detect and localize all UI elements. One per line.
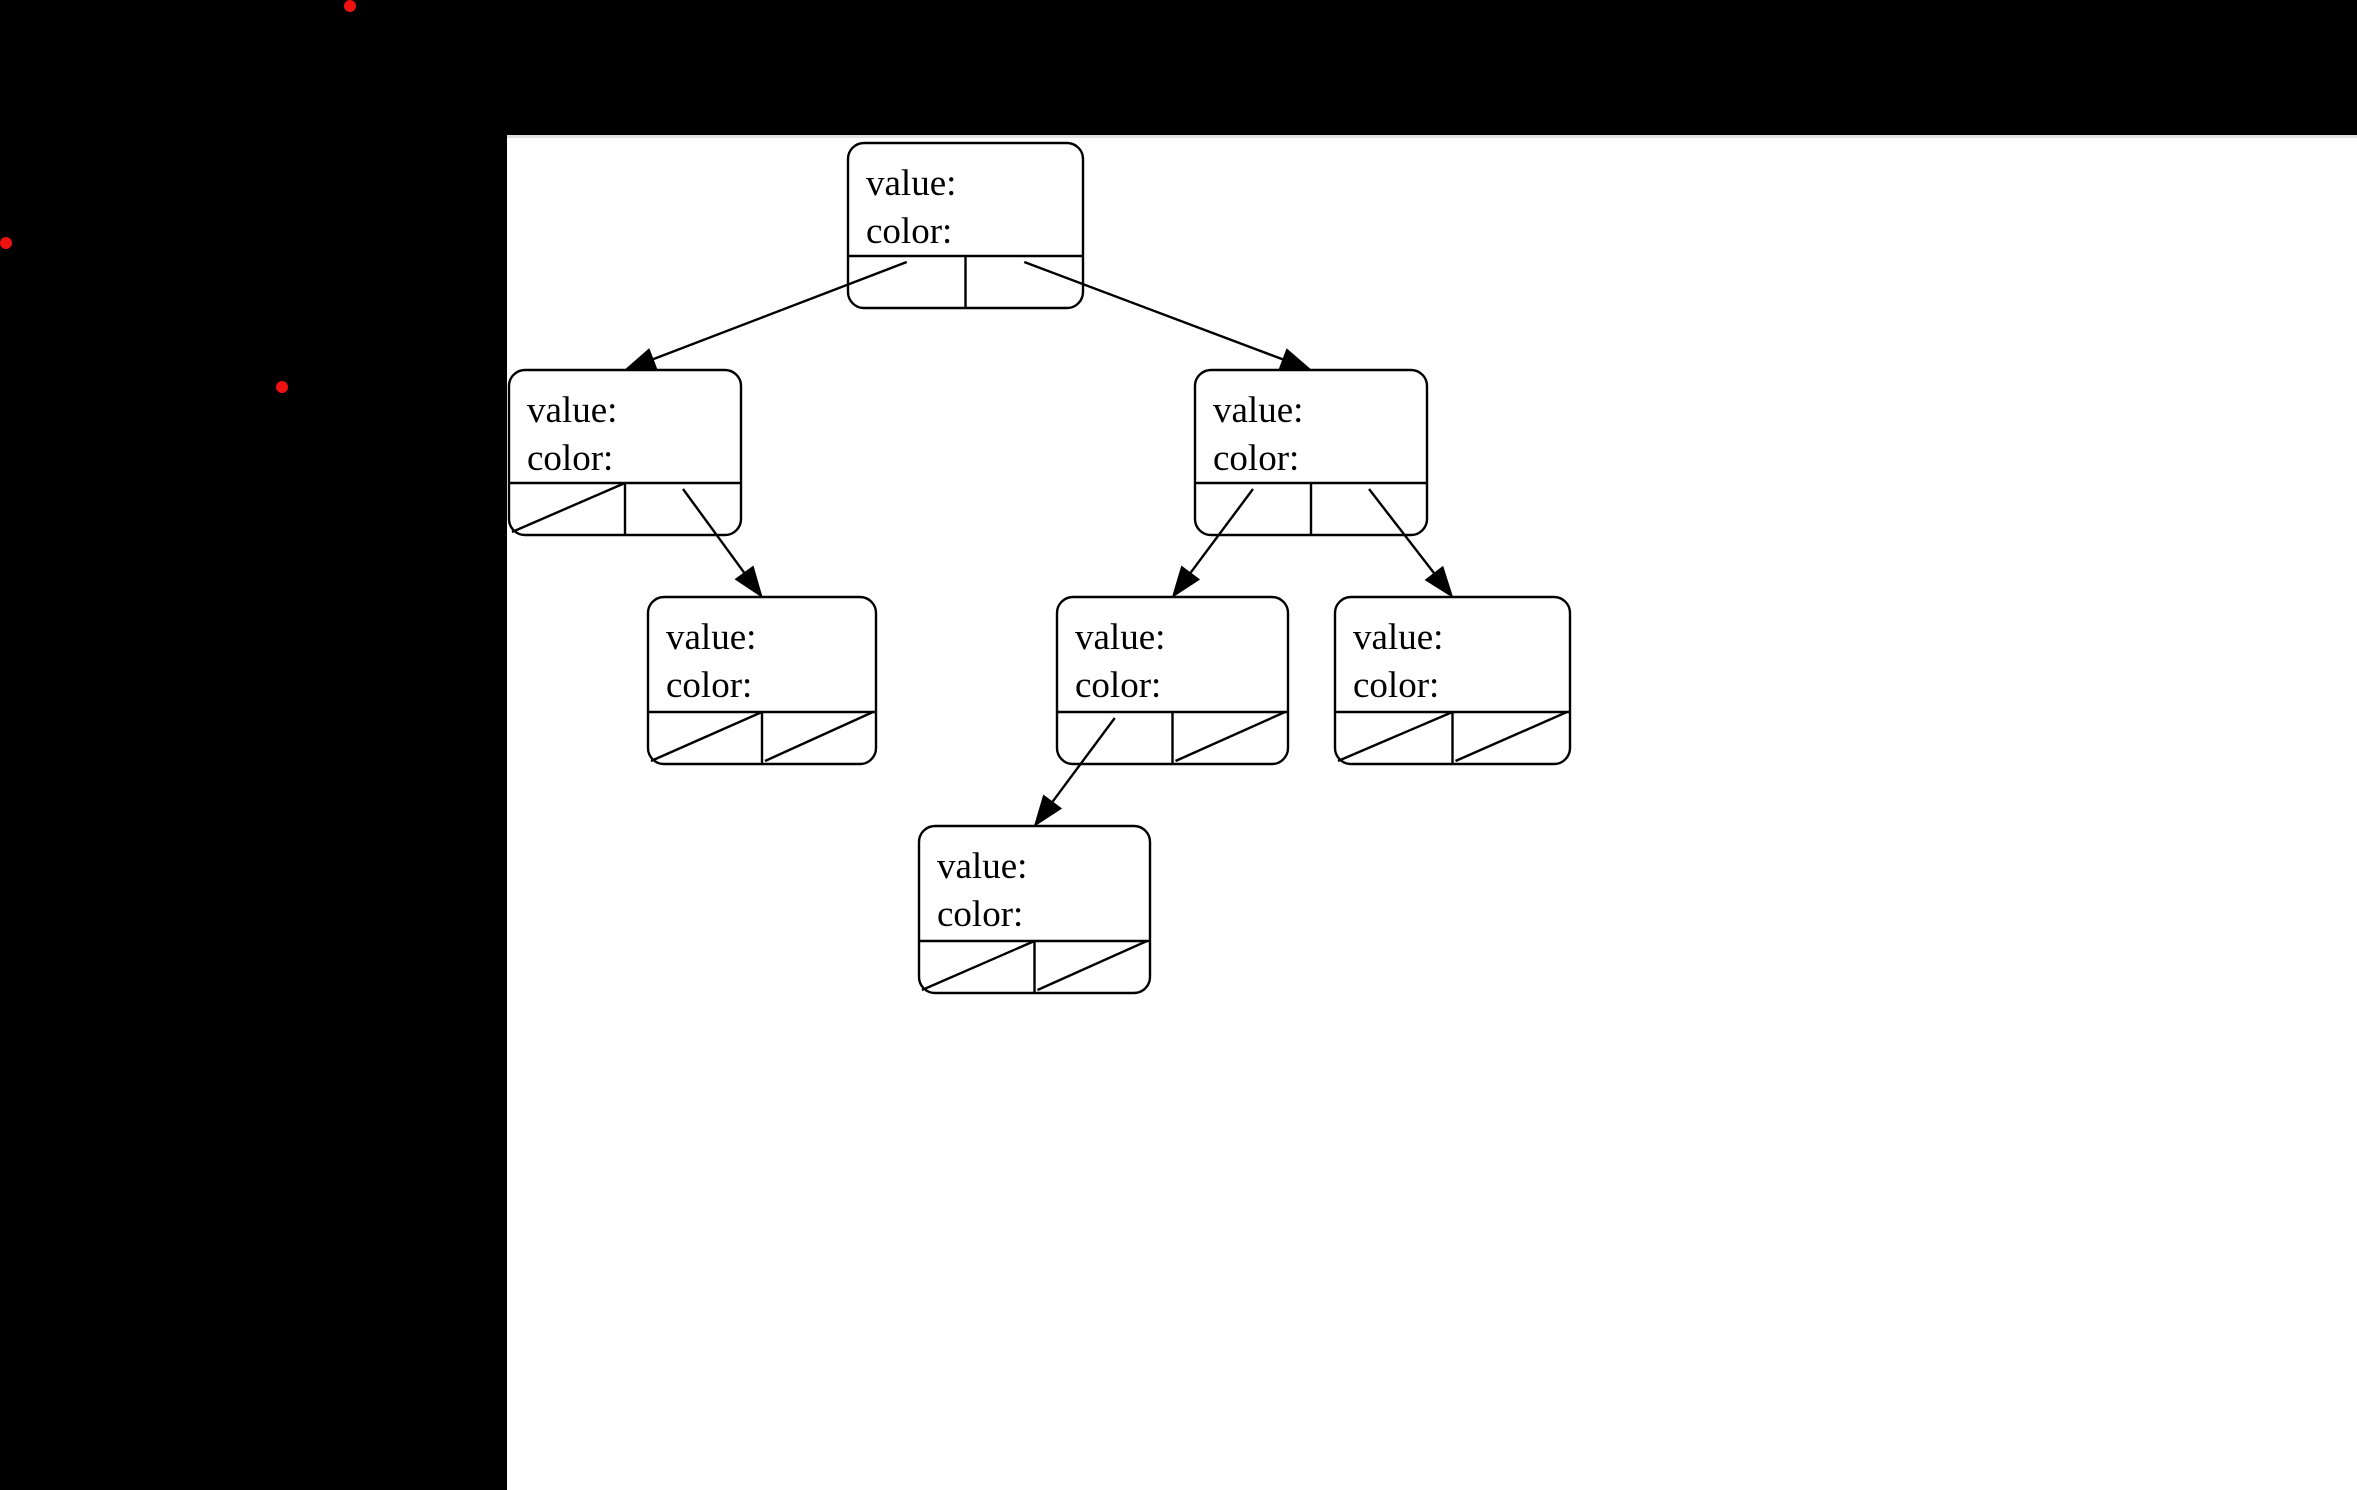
null-pointer-slash-right bbox=[1455, 710, 1568, 763]
node-color-label: color: bbox=[527, 438, 613, 479]
edge-arrowhead bbox=[1033, 794, 1063, 828]
edge-line bbox=[1368, 488, 1436, 575]
node-color-label: color: bbox=[1213, 438, 1299, 479]
node-color-label: color: bbox=[1353, 665, 1439, 706]
diagram-viewport[interactable]: value:color:value:color:value:color:valu… bbox=[507, 135, 2357, 1490]
edge-line bbox=[682, 488, 746, 574]
tree-node-right[interactable]: value: color: bbox=[1193, 368, 1429, 537]
tree-node-right-left[interactable]: value: color: bbox=[1055, 595, 1290, 766]
edge-arrowhead bbox=[1278, 348, 1313, 371]
edge-arrowhead bbox=[734, 565, 763, 599]
node-value-label: value: bbox=[666, 617, 756, 658]
edge-arrowhead bbox=[623, 348, 658, 371]
null-pointer-slash-left bbox=[511, 481, 626, 534]
node-value-label: value: bbox=[1213, 390, 1303, 431]
null-pointer-slash-left bbox=[650, 710, 763, 763]
tree-node-right-right[interactable]: value: color: bbox=[1333, 595, 1572, 766]
node-color-label: color: bbox=[866, 211, 952, 252]
edge-line bbox=[1189, 488, 1254, 574]
edge-right-to-left-child bbox=[1171, 488, 1254, 599]
edge-arrowhead bbox=[1171, 565, 1201, 599]
tree-node-deepest[interactable]: value: color: bbox=[917, 824, 1152, 995]
edge-line bbox=[652, 260, 908, 361]
edge-line bbox=[1023, 260, 1284, 361]
edge-n4-to-deepest bbox=[1033, 717, 1116, 828]
edge-root-to-left bbox=[623, 260, 908, 371]
edge-arrowhead bbox=[1424, 565, 1454, 599]
null-pointer-slash-left bbox=[1337, 710, 1453, 763]
node-value-label: value: bbox=[866, 163, 956, 204]
null-pointer-slash-left bbox=[921, 939, 1035, 992]
edge-root-to-right bbox=[1023, 260, 1313, 371]
tree-node-left-right[interactable]: value: color: bbox=[646, 595, 878, 766]
node-color-label: color: bbox=[937, 894, 1023, 935]
tree-diagram-canvas[interactable]: value:color:value:color:value:color:valu… bbox=[507, 138, 2357, 1490]
null-pointer-slash-right bbox=[1037, 939, 1148, 992]
marker-dot-top bbox=[344, 0, 356, 12]
null-pointer-slash-right bbox=[764, 710, 874, 763]
node-value-label: value: bbox=[527, 390, 617, 431]
null-pointer-slash-right bbox=[1175, 710, 1286, 763]
marker-dot-left bbox=[0, 237, 12, 249]
marker-dot-middle bbox=[276, 381, 288, 393]
node-color-label: color: bbox=[1075, 665, 1161, 706]
node-color-label: color: bbox=[666, 665, 752, 706]
node-value-label: value: bbox=[1075, 617, 1165, 658]
edge-line bbox=[1051, 717, 1116, 803]
edge-right-to-right-child bbox=[1368, 488, 1454, 599]
node-value-label: value: bbox=[937, 846, 1027, 887]
node-value-label: value: bbox=[1353, 617, 1443, 658]
tree-node-left[interactable]: value: color: bbox=[507, 368, 743, 537]
tree-node-root[interactable]: value: color: bbox=[846, 141, 1085, 310]
edge-left-to-right-child bbox=[682, 488, 763, 599]
